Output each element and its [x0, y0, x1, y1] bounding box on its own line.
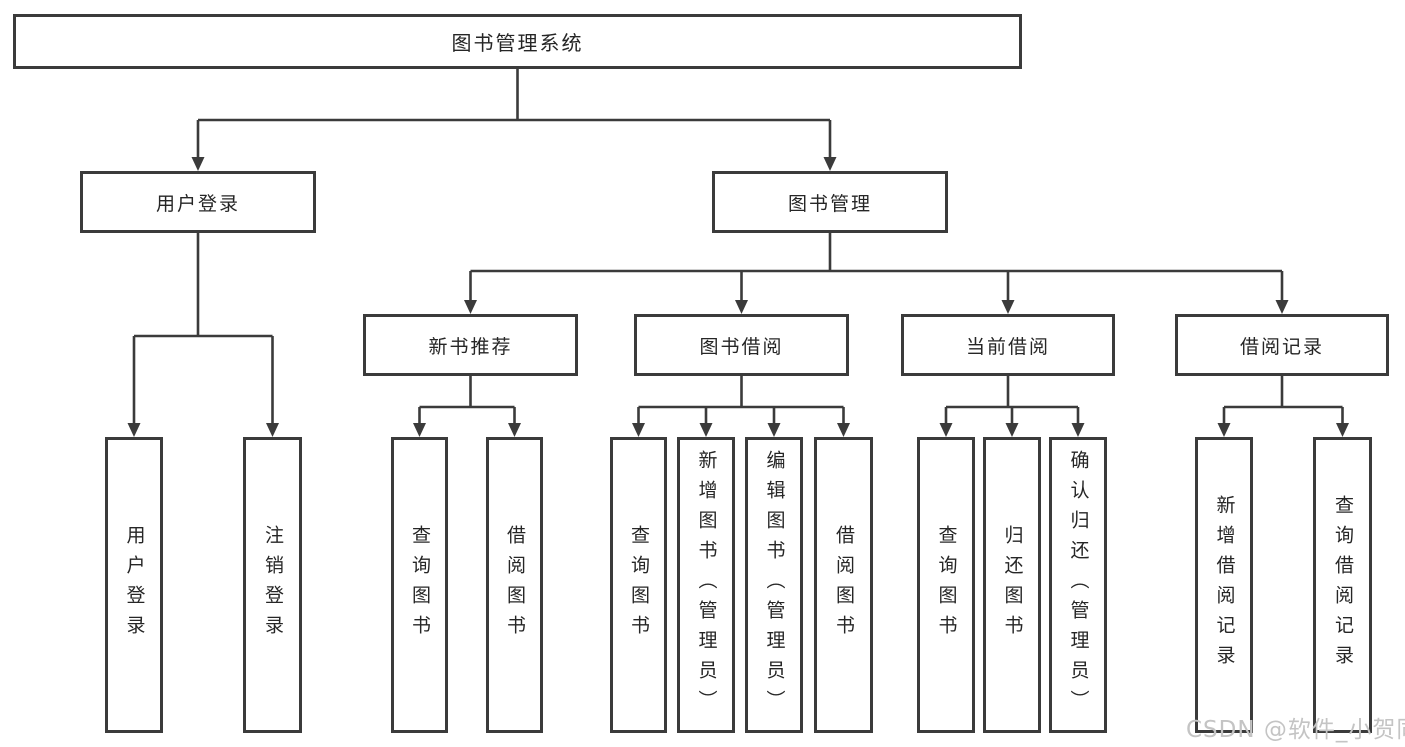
leaf-add-book-admin-label: 新增图书（管理员） [695, 450, 718, 720]
leaf-query-books-borrow-label: 查询图书 [628, 525, 650, 645]
leaf-add-borrow-record-label: 新增借阅记录 [1213, 495, 1236, 675]
leaf-edit-book-admin-label: 编辑图书（管理员） [763, 450, 786, 720]
leaf-logout: 注销登录 [243, 437, 302, 733]
leaf-query-books-recommend: 查询图书 [391, 437, 448, 733]
leaf-confirm-return-admin: 确认归还（管理员） [1049, 437, 1107, 733]
node-current-borrow: 当前借阅 [901, 314, 1115, 376]
leaf-add-borrow-record: 新增借阅记录 [1195, 437, 1253, 733]
node-library-management-system: 图书管理系统 [13, 14, 1022, 69]
leaf-borrow-books-recommend-label: 借阅图书 [504, 525, 526, 645]
leaf-query-borrow-record: 查询借阅记录 [1313, 437, 1372, 733]
node-user-login: 用户登录 [80, 171, 316, 233]
leaf-return-book: 归还图书 [983, 437, 1041, 733]
leaf-query-borrow-record-label: 查询借阅记录 [1332, 495, 1354, 675]
leaf-edit-book-admin: 编辑图书（管理员） [745, 437, 803, 733]
leaf-return-book-label: 归还图书 [1001, 525, 1024, 645]
leaf-user-login: 用户登录 [105, 437, 163, 733]
leaf-borrow-books-recommend: 借阅图书 [486, 437, 543, 733]
leaf-add-book-admin: 新增图书（管理员） [677, 437, 735, 733]
leaf-query-books-recommend-label: 查询图书 [409, 525, 431, 645]
csdn-watermark: CSDN @软件_小贺同学 [1186, 717, 1405, 743]
leaf-query-books-current-label: 查询图书 [935, 525, 958, 645]
node-book-management: 图书管理 [712, 171, 948, 233]
leaf-borrow-book-label: 借阅图书 [833, 525, 855, 645]
leaf-borrow-book: 借阅图书 [814, 437, 873, 733]
node-new-book-recommend: 新书推荐 [363, 314, 578, 376]
leaf-logout-label: 注销登录 [262, 525, 284, 645]
leaf-confirm-return-admin-label: 确认归还（管理员） [1067, 450, 1090, 720]
leaf-query-books-borrow: 查询图书 [610, 437, 667, 733]
node-book-borrow: 图书借阅 [634, 314, 849, 376]
leaf-query-books-current: 查询图书 [917, 437, 975, 733]
arrowheads [127, 157, 1349, 437]
leaf-user-login-label: 用户登录 [123, 525, 146, 645]
node-borrow-records: 借阅记录 [1175, 314, 1389, 376]
